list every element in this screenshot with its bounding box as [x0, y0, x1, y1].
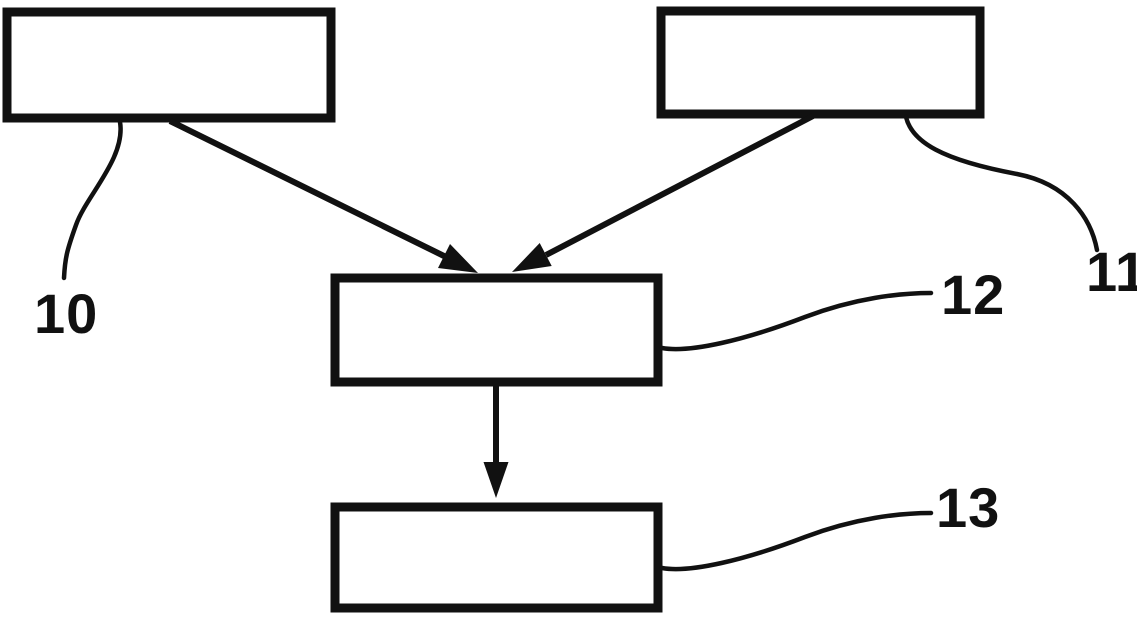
- leader-line-11: [903, 114, 1100, 253]
- leader-line-13: [659, 510, 934, 572]
- arrow-12-to-13-head: [483, 462, 509, 498]
- ref-label-11: 11: [1086, 240, 1137, 303]
- arrow-11-to-12-shaft: [544, 113, 815, 258]
- ref-label-10: 10: [34, 282, 98, 345]
- leader-line-10: [61, 119, 123, 281]
- box-10: [2, 7, 336, 123]
- ref-label-13: 13: [936, 476, 1000, 539]
- arrow-10-to-12-head: [438, 244, 478, 273]
- box-12: [330, 273, 663, 387]
- arrow-11-to-12-head: [512, 243, 552, 272]
- box-13: [330, 502, 663, 613]
- leader-line-12: [659, 290, 934, 352]
- arrow-10-to-12-shaft: [168, 118, 448, 260]
- ref-label-12: 12: [941, 263, 1005, 326]
- box-11: [656, 6, 985, 119]
